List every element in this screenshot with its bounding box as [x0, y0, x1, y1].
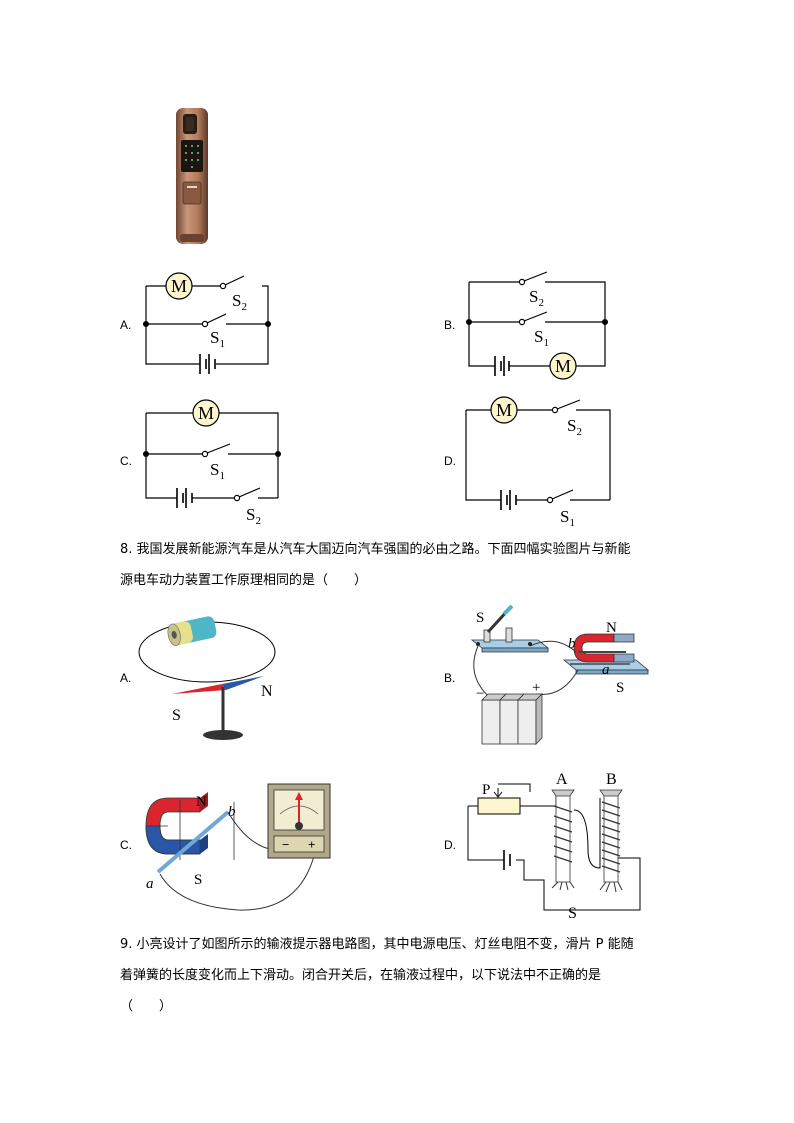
svg-text:M: M	[555, 356, 571, 376]
circuit-d: M S2 S1	[465, 396, 611, 529]
q8-figure-a: N S	[138, 616, 276, 740]
compass-s-label: S	[172, 707, 181, 724]
svg-text:M: M	[496, 400, 512, 420]
svg-text:b: b	[568, 636, 576, 652]
compass-n-label: N	[261, 683, 273, 700]
svg-text:+: +	[308, 837, 315, 852]
q8-text-line2: 源电车动力装置工作原理相同的是（ ）	[120, 573, 368, 588]
svg-text:a: a	[146, 876, 154, 892]
svg-text:P: P	[482, 782, 490, 798]
svg-text:A: A	[556, 771, 568, 788]
svg-text:N: N	[606, 620, 617, 636]
q8-text-line1: 8. 我国发展新能源汽车是从汽车大国迈向汽车强国的必由之路。下面四幅实验图片与新…	[120, 542, 631, 557]
circuit-b: M S2 S1	[465, 271, 609, 380]
svg-text:S1: S1	[534, 327, 549, 349]
q9-text-line1: 9. 小亮设计了如图所示的输液提示器电路图，其中电源电压、灯丝电阻不变，滑片 P…	[120, 937, 634, 952]
svg-text:b: b	[228, 804, 236, 820]
svg-text:S2: S2	[232, 291, 247, 313]
q7-option-d: D.	[444, 454, 456, 468]
svg-text:S1: S1	[210, 460, 225, 482]
q8-option-b: B.	[444, 671, 456, 685]
motor-label: M	[171, 276, 187, 296]
q8-option-d: D.	[444, 838, 456, 852]
q8-option-c: C.	[120, 838, 132, 852]
q9-text-line2: 着弹簧的长度变化而上下滑动。闭合开关后，在输液过程中，以下说法中不正确的是	[120, 968, 602, 983]
circuit-a: M S2 S1	[142, 272, 271, 374]
svg-text:S2: S2	[567, 416, 582, 438]
q8-figure-c: N b a S − +	[145, 783, 331, 911]
svg-text:M: M	[198, 403, 214, 423]
svg-text:S1: S1	[560, 507, 575, 529]
circuit-c: M S1 S2	[142, 399, 282, 526]
svg-text:S2: S2	[529, 287, 544, 309]
svg-text:S: S	[568, 905, 577, 920]
q8-figure-b: S N b a S − +	[470, 604, 650, 745]
q8-option-a: A.	[120, 671, 132, 685]
svg-text:S2: S2	[246, 505, 261, 526]
smart-lock-image	[176, 108, 208, 244]
svg-text:S: S	[194, 872, 202, 888]
svg-text:S: S	[476, 610, 484, 626]
q9-text-line3: （ ）	[120, 999, 173, 1014]
q7-option-a: A.	[120, 318, 132, 332]
svg-text:S: S	[616, 680, 624, 696]
q7-option-b: B.	[444, 318, 456, 332]
svg-text:−: −	[476, 686, 484, 702]
svg-text:+: +	[532, 680, 540, 696]
svg-text:N: N	[196, 794, 207, 810]
q8-figure-d: P A B S	[467, 771, 641, 920]
q7-option-c: C.	[120, 454, 132, 468]
svg-text:−: −	[282, 837, 289, 852]
svg-text:B: B	[606, 771, 617, 788]
svg-text:a: a	[602, 662, 610, 678]
svg-text:S1: S1	[210, 328, 225, 350]
